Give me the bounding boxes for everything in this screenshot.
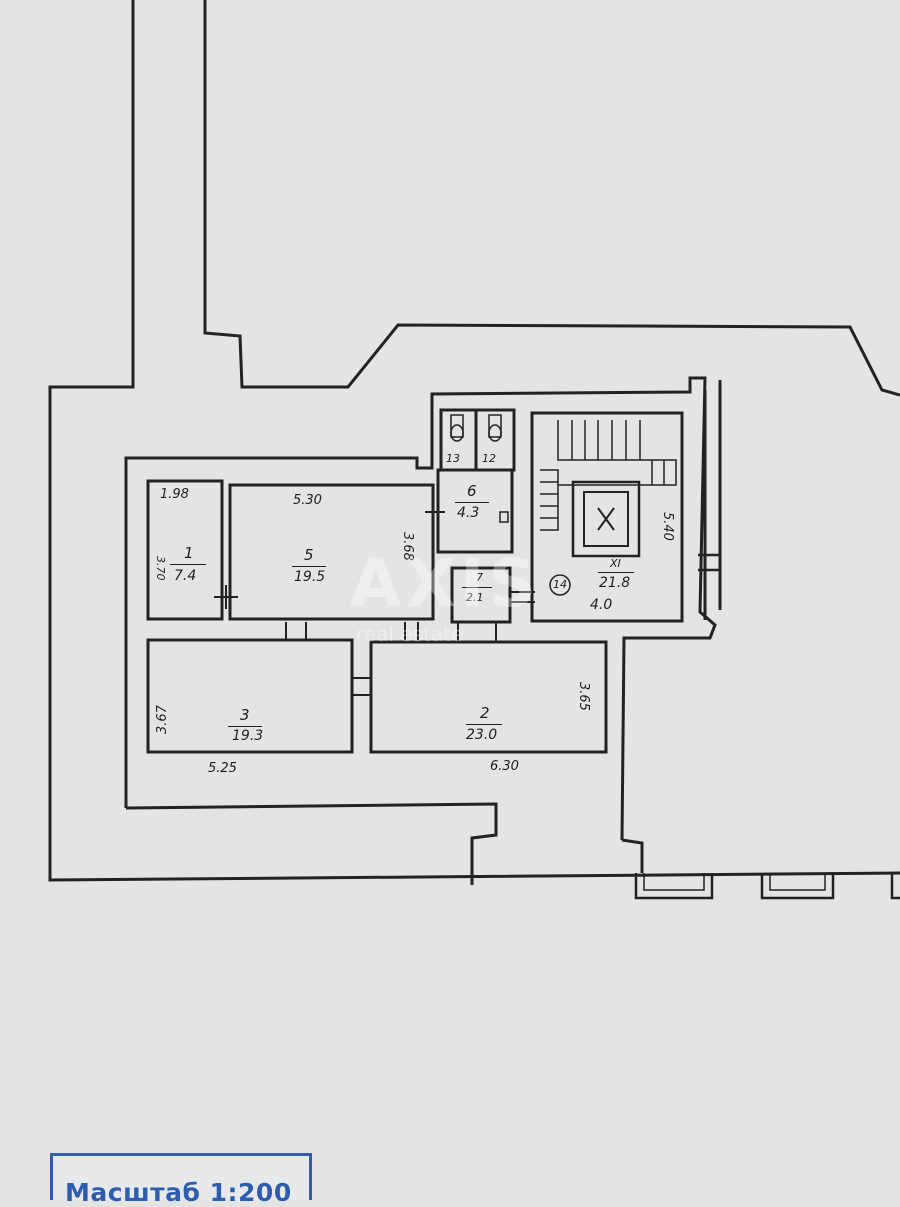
- room-5-width: 5.30: [293, 493, 322, 508]
- room-3-height: 3.67: [155, 705, 170, 734]
- toilet-fixture: [488, 414, 502, 438]
- room-5-area: 19.5: [294, 569, 326, 585]
- room-2-number: 2: [480, 704, 490, 722]
- watermark-logo: AXIS: [350, 545, 541, 622]
- balcony: [760, 873, 835, 900]
- room-3-width: 5.25: [208, 761, 237, 776]
- stair-room-area: 21.8: [599, 575, 631, 591]
- room-1-width: 1.98: [160, 487, 189, 502]
- room-2-height: 3.65: [576, 682, 591, 711]
- room-12-number: 12: [482, 452, 496, 465]
- balcony: [634, 873, 714, 900]
- outer-wall: [48, 0, 900, 882]
- stair-flight: [557, 420, 641, 461]
- room-1-number: 1: [184, 544, 194, 562]
- lift-shaft: [571, 480, 641, 558]
- room-3-area: 19.3: [232, 728, 264, 744]
- room-7-outline: [450, 566, 512, 624]
- outer-wall-right: [203, 0, 900, 397]
- room-6-area: 4.3: [457, 505, 480, 521]
- stair-room-number: XI: [610, 557, 621, 570]
- stair-room-height: 5.40: [660, 512, 675, 541]
- room-2-area: 23.0: [466, 727, 498, 743]
- inner-wall: [124, 376, 717, 841]
- room-12-outline: [474, 408, 516, 472]
- room-6-number: 6: [467, 482, 477, 500]
- right-bottom-wall: [621, 838, 644, 873]
- room-1-area: 7.4: [174, 568, 197, 584]
- inner-wall-bottom: [125, 802, 498, 885]
- balcony: [890, 873, 900, 900]
- room-1-height: 3.70: [154, 556, 167, 581]
- room-1-outline: [146, 479, 224, 621]
- watermark-subtitle: real estate: [356, 622, 464, 646]
- room-7-number: 7: [476, 571, 483, 584]
- scale-label: Масштаб 1:200: [65, 1178, 292, 1207]
- room-3-number: 3: [240, 706, 250, 724]
- room-2-width: 6.30: [490, 759, 519, 774]
- stair-room-outline: [530, 411, 684, 623]
- scale-box: Масштаб 1:200: [50, 1153, 312, 1207]
- right-notch: [698, 553, 722, 572]
- room-2-outline: [369, 640, 608, 754]
- stair-circle: [549, 574, 571, 596]
- stair-circle-number: 14: [553, 578, 567, 591]
- room-7-area: 2.1: [466, 591, 484, 604]
- room-5-outline: [228, 483, 435, 621]
- room-13-number: 13: [446, 452, 460, 465]
- room-5-number: 5: [304, 546, 314, 564]
- toilet-fixture: [450, 414, 464, 438]
- sink-fixture: [499, 511, 509, 523]
- stair-room-extra: 4.0: [590, 597, 613, 613]
